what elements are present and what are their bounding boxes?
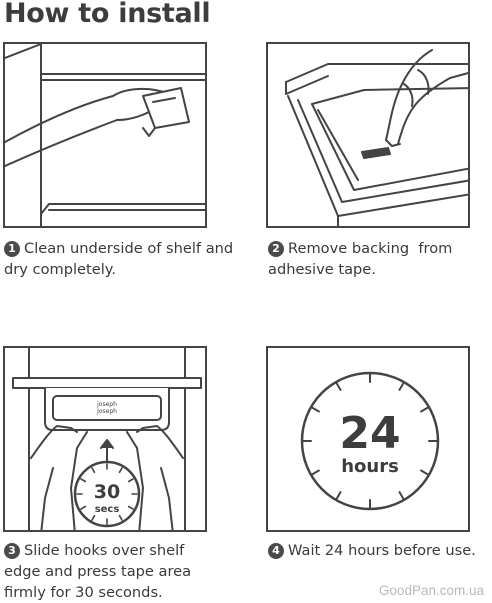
timer-large-value: 24 bbox=[339, 408, 400, 459]
product-brand-label: joseph bbox=[96, 401, 117, 408]
step-number-badge: 1 bbox=[4, 241, 20, 257]
clock-drawing: 24 hours bbox=[300, 371, 440, 511]
timer-small-unit: secs bbox=[95, 504, 120, 515]
timer-large-unit: hours bbox=[341, 456, 399, 477]
page-title: How to install bbox=[4, 0, 211, 29]
step-2-illustration bbox=[266, 42, 470, 228]
step-3-text: Slide hooks over shelf edge and press ta… bbox=[4, 542, 192, 601]
cleaning-shelf-drawing bbox=[5, 44, 205, 226]
product-brand-sublabel: Joseph bbox=[96, 408, 117, 415]
timer-small-value: 30 bbox=[94, 481, 120, 503]
step-2-text: Remove backing from adhesive tape. bbox=[268, 240, 457, 278]
peeling-tape-drawing bbox=[285, 49, 468, 226]
step-1-text: Clean underside of shelf and dry complet… bbox=[4, 240, 234, 278]
pressing-tray-drawing: joseph Joseph 30 secs bbox=[12, 348, 202, 530]
step-number-badge: 4 bbox=[268, 543, 284, 559]
step-1-illustration bbox=[3, 42, 207, 228]
step-number-badge: 2 bbox=[268, 241, 284, 257]
step-number-badge: 3 bbox=[4, 543, 20, 559]
watermark: GoodPan.com.ua bbox=[378, 583, 484, 598]
step-3-illustration: joseph Joseph 30 secs bbox=[3, 346, 207, 532]
step-4-illustration: 24 hours bbox=[266, 346, 470, 532]
step-4-text: Wait 24 hours before use. bbox=[288, 542, 476, 559]
